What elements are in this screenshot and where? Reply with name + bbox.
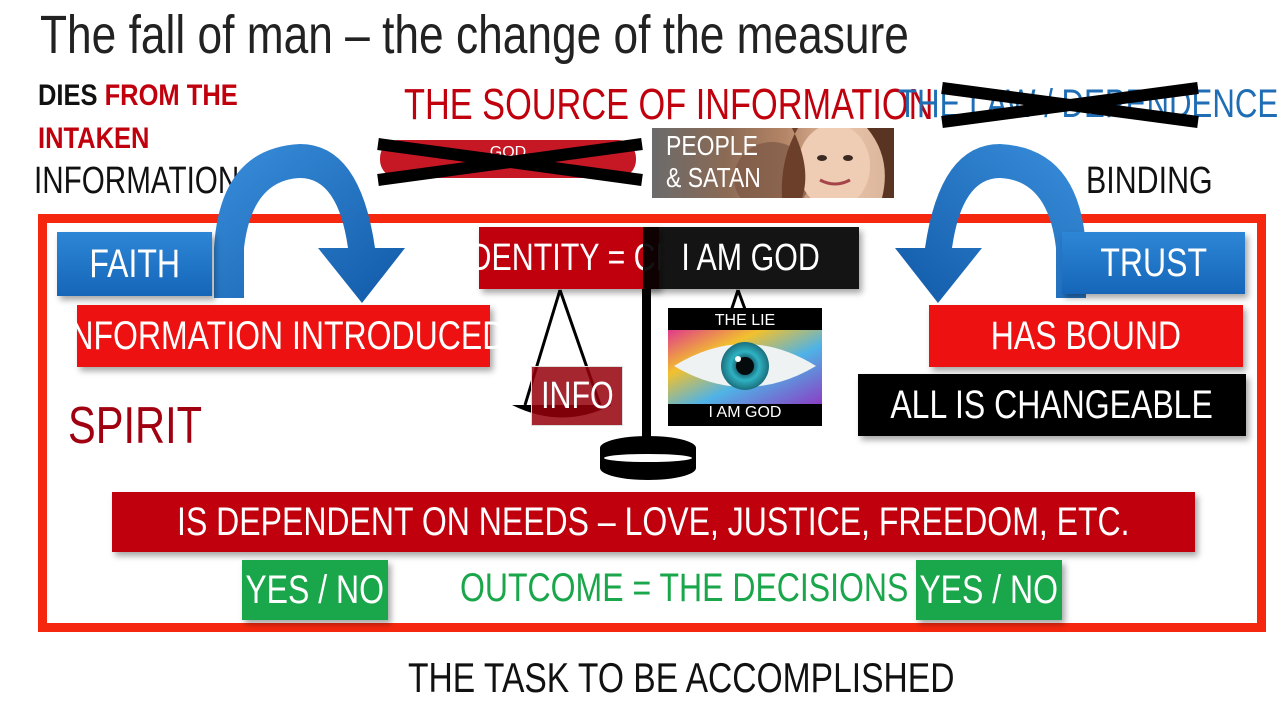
information-introduced-label: INFORMATION INTRODUCED	[61, 313, 506, 358]
faith-box: FAITH	[57, 232, 212, 296]
dies-word: DIES	[38, 79, 105, 112]
yes-no-right-box: YES / NO	[916, 560, 1062, 620]
spirit-frame	[38, 214, 1266, 632]
yes-no-left-box: YES / NO	[242, 560, 388, 620]
identity-box: IDENTITY = CR	[461, 227, 677, 289]
eye-i-am-god-text: I AM GOD	[708, 404, 782, 421]
cross-out-god-icon	[377, 138, 643, 186]
satan-text: & SATAN	[666, 162, 761, 193]
the-lie-text: THE LIE	[714, 312, 776, 329]
trust-box: TRUST	[1062, 232, 1245, 294]
intaken-word: INTAKEN	[38, 122, 150, 155]
trust-label: TRUST	[1100, 240, 1207, 285]
all-is-changeable-box: ALL IS CHANGEABLE	[858, 374, 1246, 436]
the-lie-eye-image: THE LIE I AM GOD	[668, 308, 822, 426]
information-introduced-box: INFORMATION INTRODUCED	[62, 305, 505, 367]
faith-label: FAITH	[89, 241, 180, 286]
from-the-word: FROM THE	[104, 79, 238, 112]
info-box: INFO	[531, 366, 623, 426]
eye-icon	[668, 330, 822, 404]
left-curved-arrow-icon	[214, 144, 405, 303]
i-am-god-box: I AM GOD	[643, 227, 859, 289]
people-text: PEOPLE	[666, 130, 758, 161]
info-label: INFO	[540, 374, 614, 417]
cross-out-law-icon	[941, 82, 1199, 128]
i-am-god-label: I AM GOD	[681, 236, 821, 279]
yes-no-left-label: YES / NO	[245, 567, 385, 612]
task-label: THE TASK TO BE ACCOMPLISHED	[408, 654, 955, 701]
right-curved-arrow-icon	[895, 144, 1086, 303]
slide-title: The fall of man – the change of the meas…	[40, 5, 909, 65]
outcome-label: OUTCOME = THE DECISIONS	[460, 566, 909, 610]
faces-picture-icon	[734, 128, 894, 198]
dependent-on-needs-bar: IS DEPENDENT ON NEEDS – LOVE, JUSTICE, F…	[112, 492, 1195, 552]
binding-label: BINDING	[1086, 160, 1213, 202]
all-is-changeable-label: ALL IS CHANGEABLE	[890, 382, 1214, 427]
has-bound-box: HAS BOUND	[929, 305, 1243, 367]
yes-no-right-label: YES / NO	[919, 567, 1059, 612]
dependent-on-needs-label: IS DEPENDENT ON NEEDS – LOVE, JUSTICE, F…	[177, 499, 1130, 544]
source-of-information-heading: THE SOURCE OF INFORMATION	[404, 80, 934, 129]
identity-label: IDENTITY = CR	[460, 236, 678, 279]
people-satan-image: PEOPLE & SATAN	[652, 128, 894, 198]
spirit-label: SPIRIT	[68, 397, 203, 455]
has-bound-label: HAS BOUND	[990, 313, 1182, 358]
dies-heading: DIES FROM THE INTAKEN	[38, 74, 259, 160]
information-label: INFORMATION	[34, 160, 240, 202]
